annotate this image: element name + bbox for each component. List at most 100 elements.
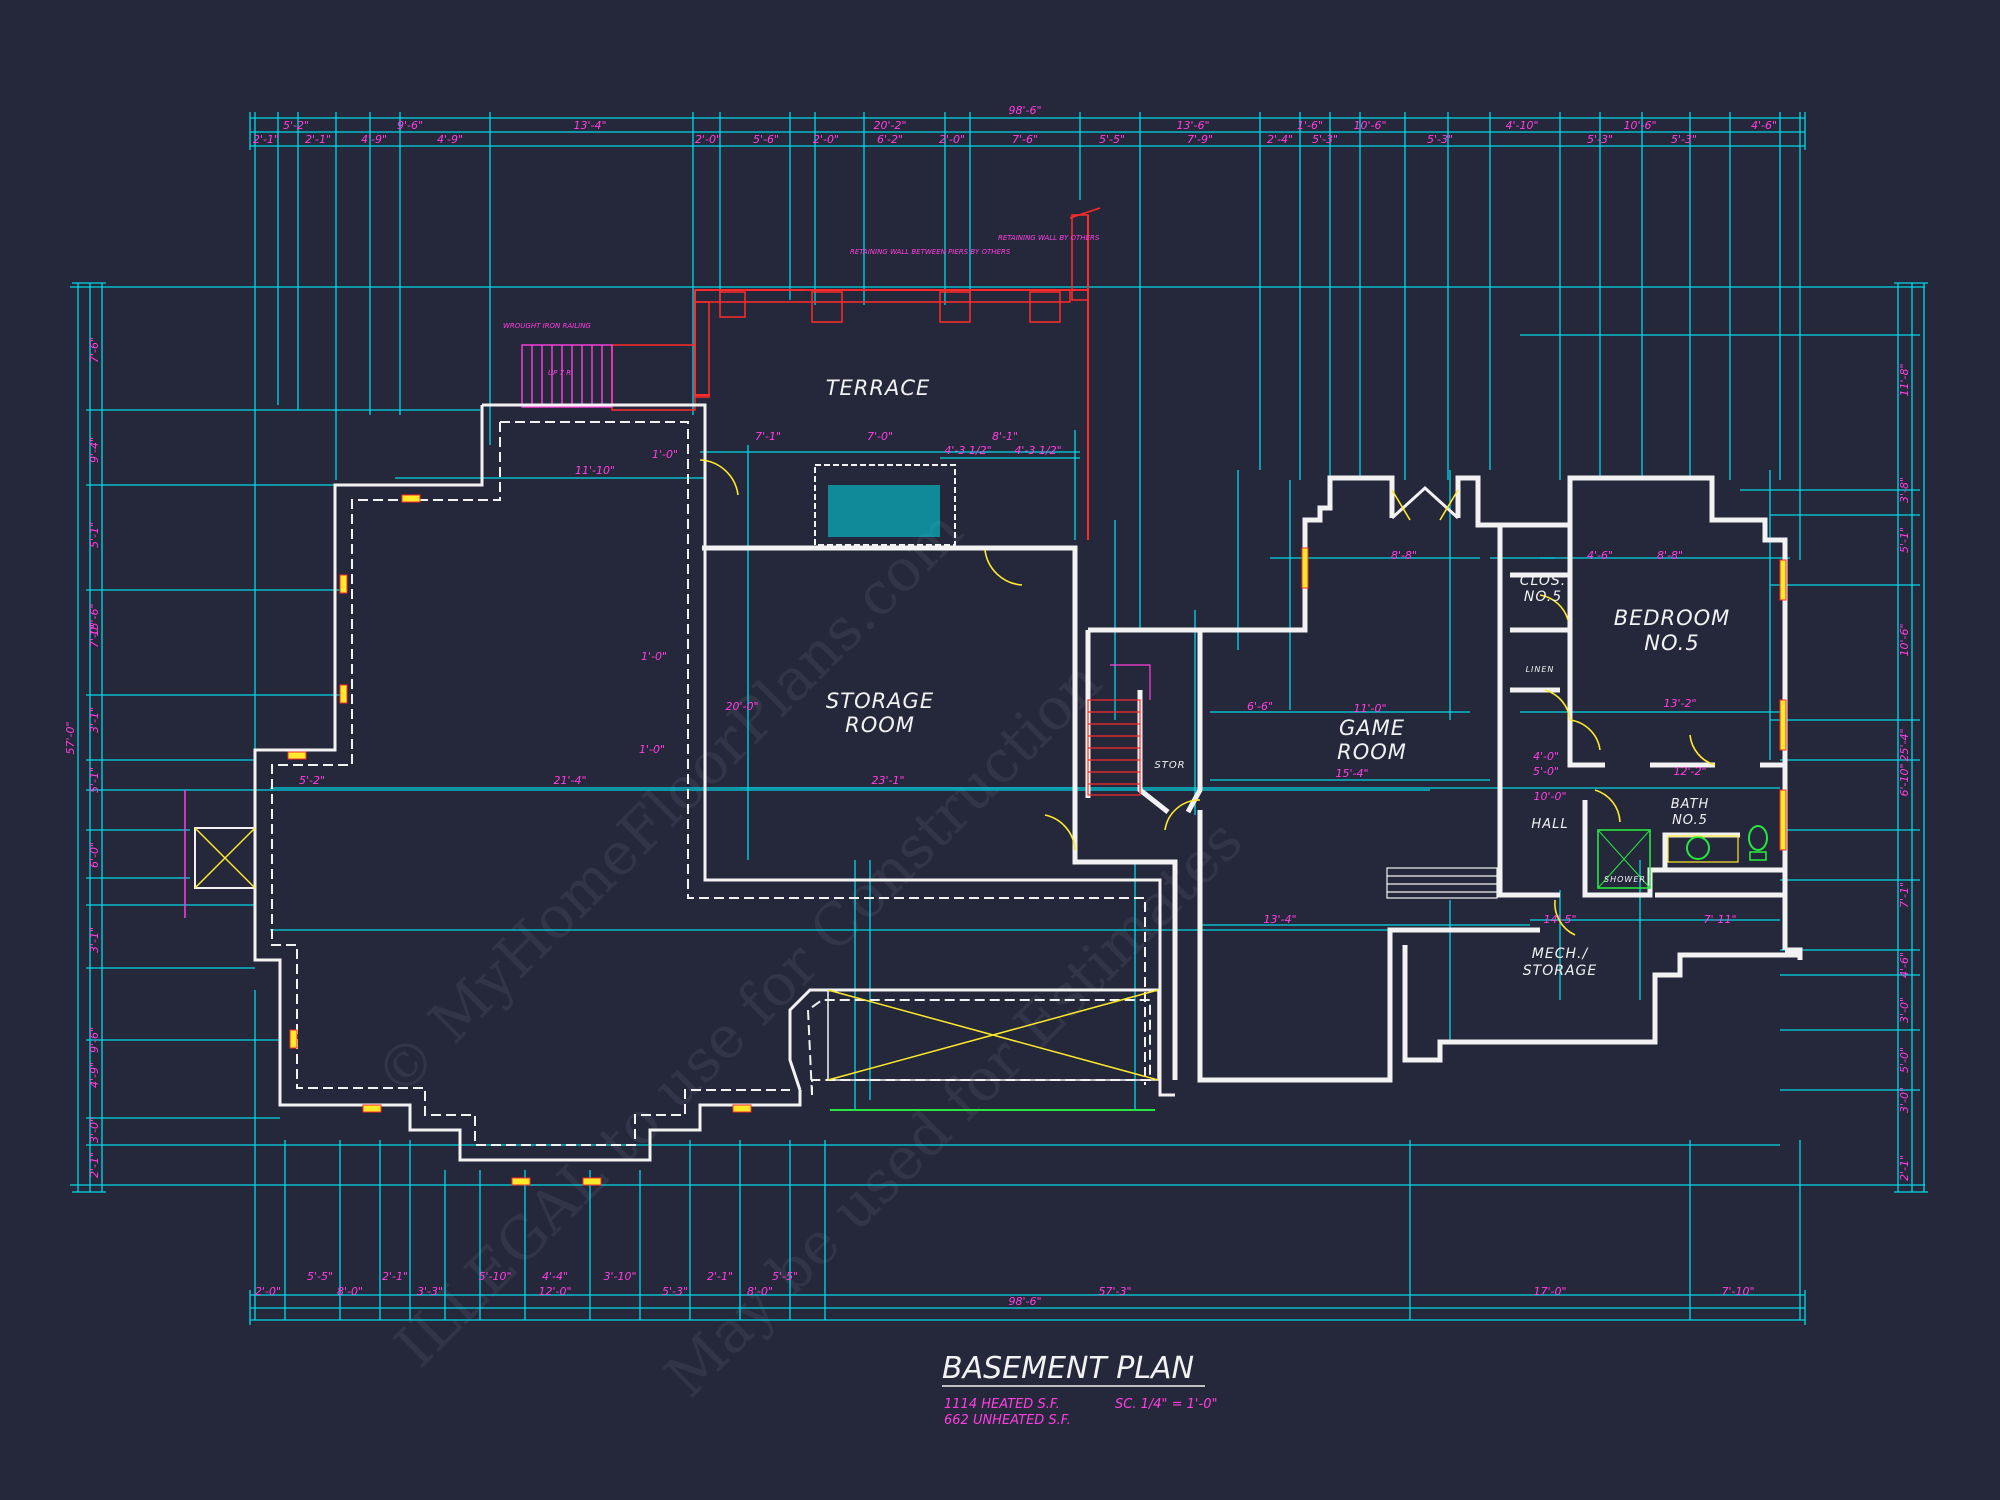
dim-interior: 11'-0" <box>1353 702 1386 715</box>
dim-interior: 7'-1" <box>755 430 781 443</box>
room-label-bedroom-2: NO.5 <box>1644 631 1699 655</box>
dim-top-row2: 2'-1" <box>253 133 279 146</box>
dim-top-row1: 9'-6" <box>397 119 423 132</box>
dim-top-row1: 5'-2" <box>283 119 309 132</box>
dim-interior: 8'-8" <box>1657 549 1683 562</box>
room-label-linen: LINEN <box>1526 665 1555 674</box>
dim-interior: 20'-0" <box>725 700 758 713</box>
dim-bottom-row2: 17'-0" <box>1533 1285 1566 1298</box>
dim-right: 3'-8" <box>1898 477 1911 503</box>
dim-top-row1: 20'-2" <box>873 119 906 132</box>
dim-left: 2'-1" <box>88 1152 101 1178</box>
dim-bottom-row1: 5'-5" <box>772 1270 798 1283</box>
room-label-mech-1: MECH./ <box>1532 946 1589 962</box>
dim-interior: 4'-0" <box>1533 750 1559 763</box>
dim-interior: 1'-0" <box>641 650 667 663</box>
dim-interior: 8'-1" <box>992 430 1018 443</box>
room-label-game-2: ROOM <box>1337 740 1407 764</box>
room-label-closet-2: NO.5 <box>1524 589 1562 605</box>
dim-bottom-row1: 5'-5" <box>307 1270 333 1283</box>
dim-interior: 13'-2" <box>1663 697 1696 710</box>
dim-left: 9'-6" <box>88 1027 101 1053</box>
dim-top-row1: 4'-6" <box>1751 119 1777 132</box>
dim-top-row2: 7'-9" <box>1187 133 1213 146</box>
dim-interior: 5'-2" <box>299 774 325 787</box>
room-label-game-1: GAME <box>1339 716 1405 740</box>
dim-interior: 4'-6" <box>1587 549 1613 562</box>
dimension-text: 98'-6"98'-6"57'-0"5'-2"9'-6"13'-4"20'-2"… <box>64 104 1911 1308</box>
dim-right: 5'-1" <box>1898 527 1911 553</box>
dim-top-row1: 1'-6" <box>1297 119 1323 132</box>
dim-right: 10'-6" <box>1898 623 1911 656</box>
unheated-area: 662 UNHEATED S.F. <box>944 1413 1071 1428</box>
dim-interior: 1'-0" <box>652 448 678 461</box>
dim-top-row1: 4'-10" <box>1505 119 1538 132</box>
dim-left: 7'-6" <box>88 337 101 363</box>
plan-scale: SC. 1/4" = 1'-0" <box>1115 1397 1217 1412</box>
dim-bottom-row1: 5'-10" <box>478 1270 511 1283</box>
dim-interior: 13'-4" <box>1263 913 1296 926</box>
title-block: BASEMENT PLAN 1114 HEATED S.F. 662 UNHEA… <box>942 1351 1217 1428</box>
dim-bottom-row1: 8'-0" <box>337 1285 363 1298</box>
dim-top-row2: 2'-4" <box>1267 133 1293 146</box>
dim-left: 3'-0" <box>88 1117 101 1143</box>
dim-right: 25'-4" <box>1898 728 1911 761</box>
terrace-retaining-wall <box>611 207 1101 540</box>
dim-left: 7'-0" <box>88 622 101 648</box>
room-label-bath-2: NO.5 <box>1672 813 1708 828</box>
dim-left: 5'-1" <box>88 767 101 793</box>
dim-top-row1: 10'-6" <box>1623 119 1656 132</box>
window-markers <box>287 494 1787 1186</box>
door-swings <box>699 459 1716 936</box>
note-up-stairs: UP 7 R <box>548 369 571 377</box>
dim-interior: 7'-0" <box>867 430 893 443</box>
room-labels: TERRACE STORAGE ROOM GAME ROOM BEDROOM N… <box>826 376 1731 979</box>
dim-top-row2: 2'-0" <box>939 133 965 146</box>
dim-bottom-row1: 2'-1" <box>707 1270 733 1283</box>
dim-left: 15'-6" <box>88 603 101 636</box>
game-room-steps <box>1386 867 1498 899</box>
room-label-closet-1: CLOS. <box>1520 573 1567 589</box>
room-label-mech-2: STORAGE <box>1523 963 1597 979</box>
dimension-ticks <box>72 112 1928 1325</box>
dim-bottom-row1: 3'-3" <box>417 1285 443 1298</box>
dim-left: 3'-1" <box>88 707 101 733</box>
room-label-shower: SHOWER <box>1604 875 1646 884</box>
dim-top-row2: 5'-3" <box>1671 133 1697 146</box>
dim-interior: 21'-4" <box>553 774 586 787</box>
dim-right: 4'-6" <box>1898 952 1911 978</box>
dim-overall-top: 98'-6" <box>1008 104 1041 117</box>
room-label-stor: STOR <box>1154 760 1185 771</box>
dim-interior: 8'-8" <box>1391 549 1417 562</box>
room-label-bath-1: BATH <box>1671 797 1710 812</box>
dim-right: 11'-8" <box>1898 363 1911 396</box>
dim-interior: 1'-0" <box>639 743 665 756</box>
vertical-extension-lines <box>254 112 1801 1320</box>
bath-fixtures <box>1597 825 1768 889</box>
dim-interior: 5'-0" <box>1533 765 1559 778</box>
dim-bottom-row2: 57'-3" <box>1098 1285 1131 1298</box>
dim-top-row2: 5'-3" <box>1312 133 1338 146</box>
wrought-iron-railing <box>521 344 613 408</box>
dim-interior: 11'-10" <box>575 464 615 477</box>
dim-overall-left: 57'-0" <box>64 721 77 754</box>
dim-top-row2: 2'-0" <box>813 133 839 146</box>
dim-interior: 6'-6" <box>1247 700 1273 713</box>
dim-right: 5'-0" <box>1898 1047 1911 1073</box>
dim-left: 9'-4" <box>88 437 101 463</box>
watermark-line-1: © MyHomeFloorPlans.com <box>362 496 976 1110</box>
room-label-storage-2: ROOM <box>845 713 915 737</box>
dim-interior: 4'-3 1/2" <box>944 444 991 457</box>
dim-interior: 12'-2" <box>1673 765 1706 778</box>
room-label-bedroom-1: BEDROOM <box>1614 606 1731 630</box>
dim-interior: 7'-11" <box>1703 913 1736 926</box>
dim-top-row2: 5'-3" <box>1587 133 1613 146</box>
dim-bottom-row1: 2'-0" <box>255 1285 281 1298</box>
dim-right: 3'-0" <box>1898 997 1911 1023</box>
dim-right: 3'-0" <box>1898 1087 1911 1113</box>
dim-bottom-row1: 2'-1" <box>382 1270 408 1283</box>
dim-left: 5'-1" <box>88 522 101 548</box>
dim-top-row2: 5'-3" <box>1427 133 1453 146</box>
dim-right: 2'-1" <box>1898 1155 1911 1181</box>
